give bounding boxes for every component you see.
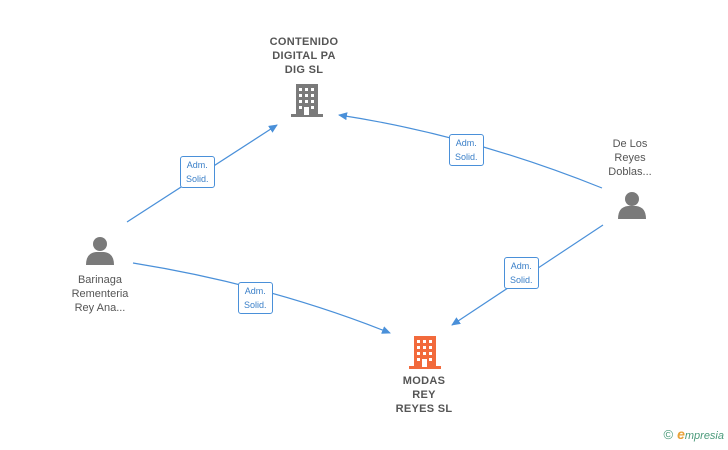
building-icon[interactable] xyxy=(409,336,441,369)
edge-label: Adm. Solid. xyxy=(449,134,484,166)
person-icon[interactable] xyxy=(86,237,114,265)
copyright-symbol: © xyxy=(663,427,674,442)
brand-footer: ©empresia xyxy=(663,426,724,442)
person-node-label-barinaga[interactable]: Barinaga Rementeria Rey Ana... xyxy=(71,274,129,314)
person-node-label-delosreyes[interactable]: De Los Reyes Doblas... xyxy=(608,138,652,178)
building-icon[interactable] xyxy=(291,84,323,117)
edge-label: Adm. Solid. xyxy=(504,257,539,289)
brand-logo-e: e xyxy=(677,426,685,442)
edge-label: Adm. Solid. xyxy=(238,282,273,314)
company-node-label-modas[interactable]: MODAS REY REYES SL xyxy=(395,375,453,415)
person-icon[interactable] xyxy=(618,192,646,219)
company-node-label-contenido[interactable]: CONTENIDO DIGITAL PA DIG SL xyxy=(269,36,339,76)
edge-label: Adm. Solid. xyxy=(180,156,215,188)
brand-name: mpresia xyxy=(684,430,724,442)
